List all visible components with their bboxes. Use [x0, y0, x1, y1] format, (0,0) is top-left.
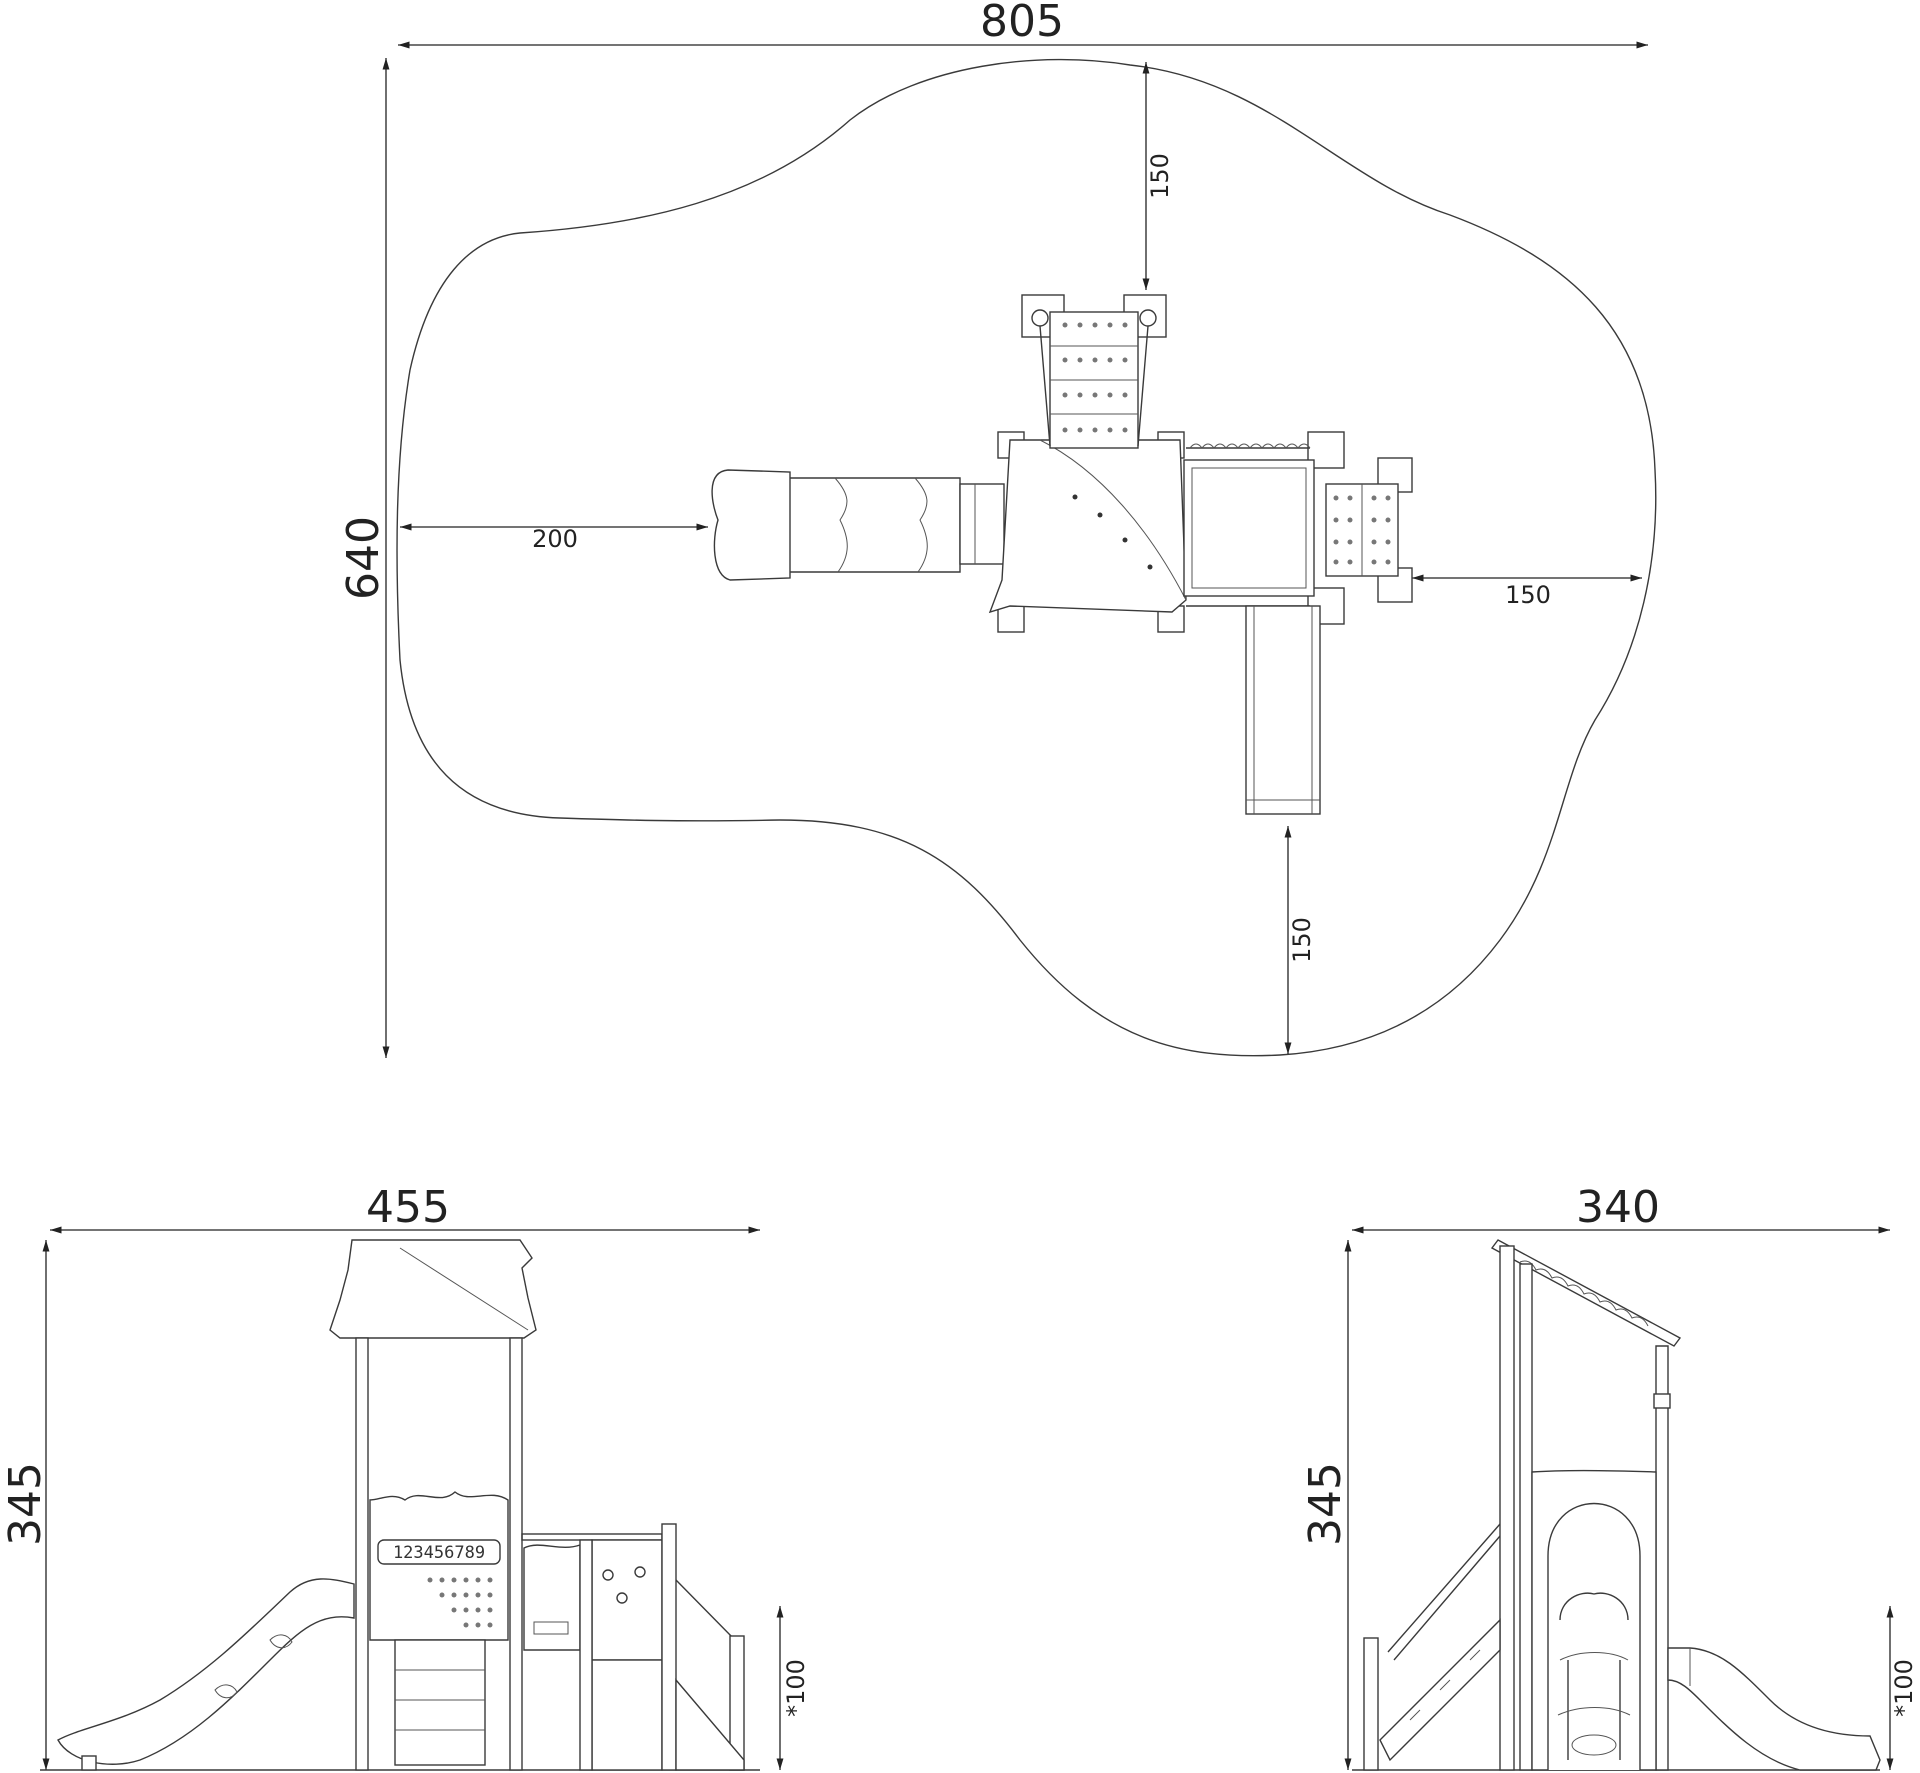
- safety-zone-outline: [396, 58, 1657, 1057]
- plan-equipment: [711, 294, 1413, 815]
- dim-front-height: 345: [0, 1462, 51, 1546]
- dim-clearance-right: 150: [1505, 581, 1551, 609]
- dim-clearance-left: 200: [532, 525, 578, 553]
- dim-front-width: 455: [366, 1182, 450, 1233]
- dim-overall-width: 805: [980, 0, 1064, 47]
- plan-right-steps: [1325, 457, 1413, 603]
- dim-front-foundation: *100: [782, 1659, 810, 1717]
- front-elevation: 455 345 *100 123456789: [0, 1182, 810, 1771]
- plan-top-steps: [1021, 294, 1167, 449]
- plan-straight-slide: [1245, 605, 1321, 815]
- side-elevation: 340 345 *100: [1300, 1182, 1918, 1771]
- dim-overall-depth: 640: [338, 516, 389, 600]
- dim-side-foundation: *100: [1890, 1659, 1918, 1717]
- dim-clearance-bottom: 150: [1288, 917, 1316, 963]
- plan-tower-roof: [988, 431, 1187, 633]
- dim-side-height: 345: [1300, 1462, 1351, 1546]
- plan-tube-slide: [711, 469, 1005, 581]
- dim-side-width: 340: [1576, 1182, 1660, 1233]
- dim-clearance-top: 150: [1146, 153, 1174, 199]
- plan-view: 805 640 150 200 150 150: [338, 0, 1657, 1058]
- number-panel-digits: 123456789: [393, 1543, 485, 1563]
- plan-middle-platform: [1183, 431, 1345, 625]
